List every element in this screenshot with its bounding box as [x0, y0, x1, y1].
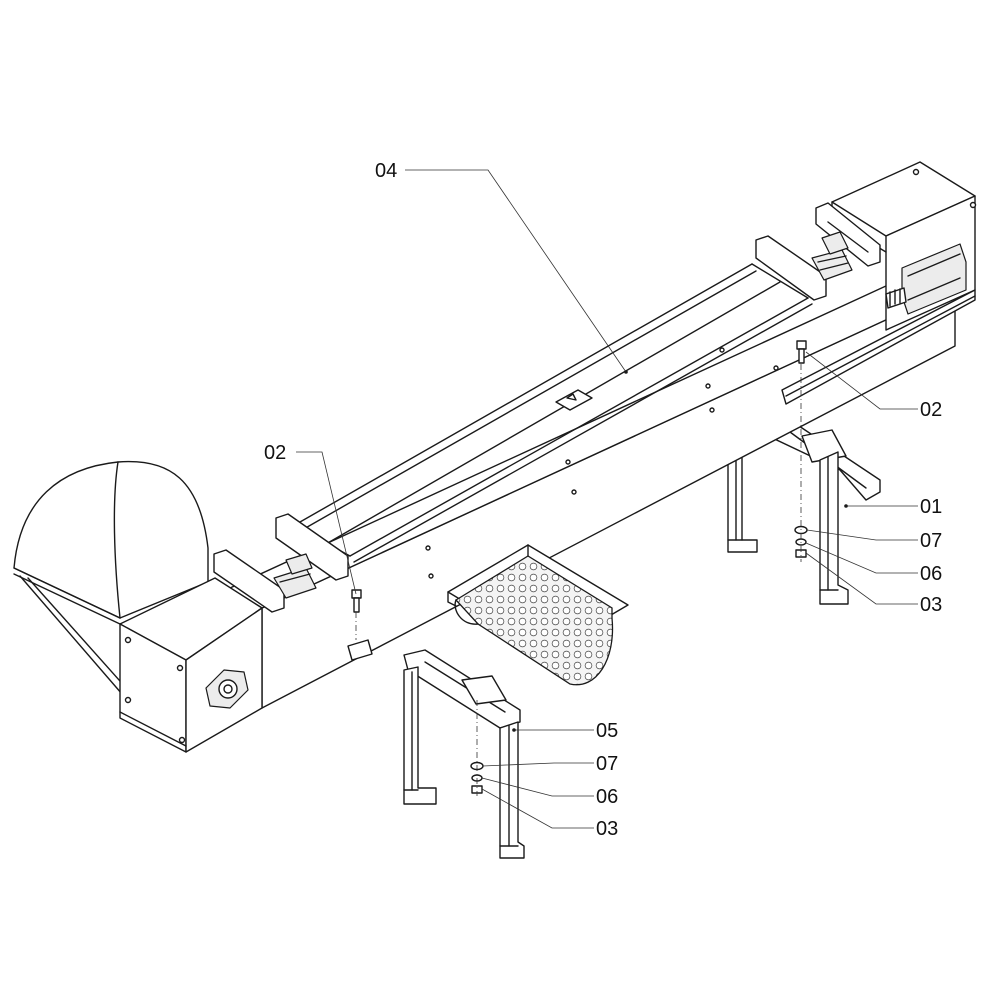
- callout-04: 04: [375, 160, 397, 182]
- callout-02-right: 02: [920, 399, 942, 421]
- callout-06-left: 06: [596, 786, 618, 808]
- callout-03-left: 03: [596, 818, 618, 840]
- perforated-guard: [447, 544, 629, 686]
- front-support-stand: [403, 649, 525, 859]
- callout-02-left: 02: [264, 442, 286, 464]
- callout-07-right: 07: [920, 530, 942, 552]
- drive-head: [13, 460, 373, 753]
- rear-support-stand: [727, 419, 881, 605]
- bolt-left: [351, 589, 362, 613]
- callout-06-right: 06: [920, 563, 942, 585]
- callout-03-right: 03: [920, 594, 942, 616]
- leader-lines: [296, 169, 918, 829]
- callout-07-left: 07: [596, 753, 618, 775]
- washer-nut-right: [794, 525, 808, 558]
- callout-05: 05: [596, 720, 618, 742]
- tail-box: [755, 161, 977, 405]
- bolt-right: [796, 340, 807, 364]
- conveyor-main-body: [229, 263, 956, 709]
- callout-01: 01: [920, 496, 942, 518]
